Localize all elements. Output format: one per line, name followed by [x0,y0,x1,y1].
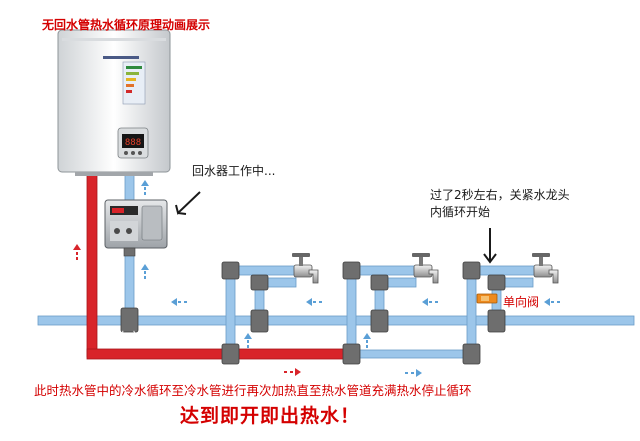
hot-main-pipe [86,348,354,360]
branch-3-riser [466,270,477,354]
water-heater: 888 [57,29,171,176]
branch-2-top-pipe [351,265,417,276]
elbow-fitting [221,261,240,280]
heater-hot-outlet-pipe [86,174,98,358]
tee-fitting [250,309,269,333]
circulation-description: 此时热水管中的冷水循环至冷水管进行再次加热直至热水管道充满热水停止循环 [34,383,472,398]
flow-arrow-left-icon [306,298,322,306]
elbow-fitting [462,261,481,280]
elbow-fitting [250,274,269,291]
branch-1-top-pipe [231,265,297,276]
heater-display-digits: 888 [125,138,141,148]
flow-arrow-up-icon [141,180,149,195]
elbow-fitting [462,343,481,365]
result-headline: 达到即开即出热水！ [180,405,361,427]
tee-fitting [342,343,361,365]
flow-arrow-left-icon [171,298,187,306]
circulation-start-label: 内循环开始 [430,205,491,219]
flow-arrow-left-icon [544,298,560,306]
hot-flow-arrow-up-icon [73,244,81,260]
faucet-close-label: 过了2秒左右，关紧水龙头 [430,188,570,202]
flow-arrow-left-icon [422,298,438,306]
faucet-icon [412,253,439,284]
flow-arrow-up-icon [363,333,371,348]
check-valve-label: 单向阀 [503,295,540,309]
pipe-fittings [120,261,506,365]
pointer-down-arrow-icon [483,228,497,264]
flow-arrows [141,180,560,377]
flow-arrow-right-icon [405,369,422,377]
flow-arrow-up-icon [141,264,149,279]
flow-arrow-up-icon [244,333,252,348]
tee-fitting [370,309,389,333]
diagram-title: 无回水管热水循环原理动画展示 [42,18,211,32]
branch-1-riser [225,270,236,354]
elbow-fitting [370,274,389,291]
elbow-fitting [342,261,361,280]
faucet-icon [292,253,319,284]
elbow-fitting [487,274,506,291]
faucet-icon [532,253,559,284]
cold-main-pipe [37,315,635,326]
tee-fitting [221,343,240,365]
circulation-pump [104,199,168,257]
check-valve [476,293,498,304]
pointer-arrow-icon [175,191,201,215]
tee-fitting [487,309,506,333]
flow-direction-label: 箭头方向为水流方向 [104,330,213,344]
branch-2-riser [346,270,357,354]
hot-main-pipe-end [351,349,473,359]
heater-display [122,134,144,148]
tee-fitting [120,307,139,333]
hot-flow-arrow-right-icon [284,368,301,376]
brand-logo [103,56,139,59]
pump-working-label: 回水器工作中... [192,164,276,178]
hot-flow-arrows [73,244,301,376]
branch-3-top-pipe [471,265,537,276]
